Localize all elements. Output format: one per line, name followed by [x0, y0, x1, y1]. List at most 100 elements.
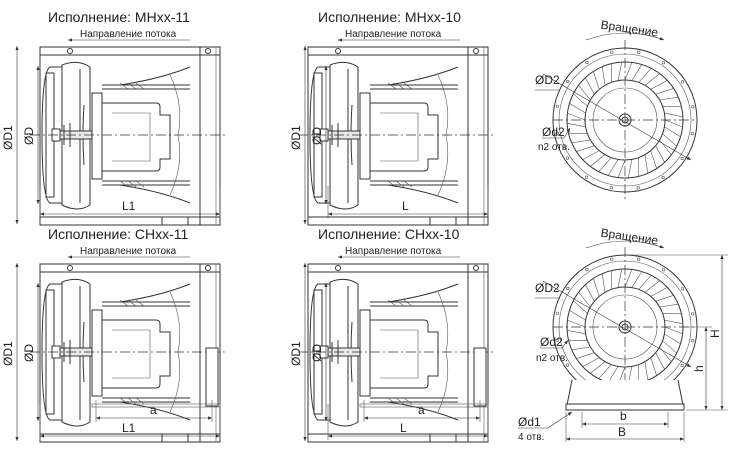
- blade-line: [655, 145, 665, 163]
- dim-d: ØD: [310, 127, 324, 145]
- flange-hole: [680, 363, 684, 368]
- flange-hole: [555, 338, 559, 342]
- blade-line: [571, 346, 591, 351]
- blade-line: [655, 295, 674, 302]
- blade-line: [582, 150, 600, 160]
- blade-line: [664, 319, 683, 325]
- blade-line: [650, 150, 657, 169]
- foot-holes-count: 4 отв.: [518, 432, 544, 443]
- blade-line: [624, 62, 633, 81]
- blade-line: [662, 106, 682, 108]
- blade-line: [593, 71, 600, 90]
- blade-line: [578, 85, 591, 101]
- flange-hole: [691, 105, 695, 109]
- blade-line: [567, 112, 586, 121]
- dim-d: ØD: [22, 344, 36, 362]
- blade-line: [617, 159, 626, 178]
- blade-line: [664, 119, 683, 128]
- blade-line: [598, 157, 612, 172]
- flow-label: Направление потока: [80, 29, 177, 40]
- blade-line: [578, 292, 591, 308]
- view-title: Исполнение: СНxx-11: [48, 226, 189, 242]
- blade-line: [644, 73, 660, 86]
- view-sh-10: Исполнение: СНxx-10 Направление потока Ø…: [289, 226, 494, 443]
- blade-line: [568, 132, 588, 134]
- holes-diameter: Ød2: [542, 125, 565, 139]
- blade-line: [582, 357, 600, 367]
- flange-hole: [609, 185, 613, 190]
- dim-d2: ØD2: [535, 281, 560, 295]
- blade-line: [569, 102, 586, 114]
- dim-length: L1: [122, 421, 136, 435]
- view-title: Исполнение: МНxx-11: [48, 9, 190, 25]
- flange-hole: [636, 186, 640, 190]
- blade-line: [601, 273, 606, 293]
- dim-d1: ØD1: [1, 341, 15, 366]
- blade-line: [637, 157, 639, 177]
- flange-hole: [680, 80, 685, 84]
- flange-hole: [585, 267, 589, 272]
- blade-line: [664, 112, 683, 118]
- flange-hole: [610, 50, 614, 54]
- blade-line: [631, 64, 643, 81]
- dim-d1: ØD1: [289, 341, 303, 366]
- blade-line: [644, 361, 649, 381]
- blade-line: [607, 366, 619, 383]
- blade-line: [569, 309, 586, 321]
- dim-H: H: [708, 329, 722, 338]
- flange-hole: [555, 311, 559, 315]
- rotation-arrow: [585, 240, 665, 249]
- blade-line: [617, 62, 623, 81]
- flow-label: Направление потока: [345, 246, 442, 257]
- flange-hole: [637, 50, 641, 54]
- blade-line: [593, 278, 600, 297]
- flange-hole: [584, 175, 589, 179]
- dim-length: L: [402, 199, 409, 213]
- blade-line: [585, 284, 595, 302]
- blade-line: [650, 357, 657, 376]
- flange-hole: [680, 156, 684, 161]
- view-title: Исполнение: СНxx-10: [318, 226, 460, 242]
- flange-hole: [566, 79, 570, 84]
- blade-line: [601, 66, 606, 86]
- view-mh-11: Исполнение: МНxx-11 Направление потока Ø…: [1, 9, 226, 226]
- flow-label: Направление потока: [345, 29, 442, 40]
- blade-line: [624, 269, 633, 288]
- blade-line: [567, 319, 586, 328]
- dim-d: ØD: [22, 127, 36, 145]
- dim-d1: ØD1: [1, 125, 15, 150]
- blade-line: [611, 63, 613, 83]
- blade-line: [627, 159, 633, 178]
- view-mh-10: Исполнение: МНxx-10 Направление потока Ø…: [289, 9, 494, 226]
- blade-line: [662, 133, 677, 147]
- blade-line: [573, 93, 588, 107]
- view-title: Исполнение: МНxx-10: [318, 9, 461, 25]
- flange-hole: [661, 61, 666, 65]
- blade-line: [664, 333, 681, 345]
- blade-line: [638, 275, 652, 290]
- blade-line: [659, 346, 672, 362]
- flange-hole: [690, 339, 695, 343]
- flange-hole: [610, 257, 614, 261]
- flange-hole: [555, 131, 559, 135]
- blade-line: [659, 96, 679, 101]
- dim-b: b: [620, 409, 627, 423]
- blade-line: [650, 80, 668, 90]
- dim-h: h: [692, 365, 706, 372]
- flange-hole: [661, 175, 665, 180]
- flow-label: Направление потока: [80, 246, 177, 257]
- blade-line: [611, 270, 613, 290]
- blade-line: [631, 271, 643, 288]
- flange-hole: [565, 156, 570, 160]
- blade-line: [617, 269, 623, 288]
- dim-B: B: [618, 425, 626, 439]
- flange-hole: [690, 132, 695, 136]
- dim-foot: a: [418, 403, 425, 417]
- blade-line: [662, 313, 682, 315]
- front-view-top: Вращение ØD2 Ød2 n2 отв.: [535, 18, 698, 200]
- flange-hole: [661, 268, 666, 272]
- blade-line: [664, 326, 683, 335]
- blade-line: [644, 280, 660, 293]
- dim-foot: a: [150, 403, 157, 417]
